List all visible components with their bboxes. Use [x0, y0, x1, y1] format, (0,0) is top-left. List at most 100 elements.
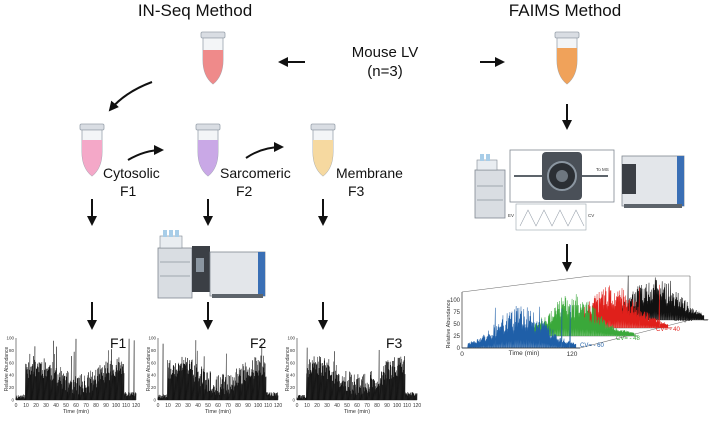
x-axis-label: Time (min): [205, 409, 231, 415]
arrow-f1-to-f2: [127, 145, 164, 161]
y-tick-label: 20: [151, 385, 157, 390]
faims-y-tick-label: 75: [453, 310, 460, 316]
y-tick-label: 0: [153, 398, 156, 403]
fraction-2-name: Sarcomeric: [220, 165, 291, 181]
x-tick-label: 100: [393, 403, 402, 409]
x-tick-label: 100: [254, 403, 263, 409]
faims-x-tick-label: 120: [567, 351, 578, 358]
faims-trace-label: CV= - 48: [616, 336, 641, 342]
x-tick-label: 50: [344, 403, 350, 409]
y-tick-label: 80: [9, 348, 15, 353]
y-tick-label: 60: [290, 360, 296, 365]
faims-y-tick-label: 25: [453, 334, 460, 340]
y-axis-label: Relative Abundance: [285, 347, 291, 392]
x-tick-label: 120: [413, 403, 422, 409]
x-tick-label: 70: [225, 403, 231, 409]
fraction-3-id: F3: [348, 183, 365, 199]
x-tick-label: 10: [304, 403, 310, 409]
x-tick-label: 110: [264, 403, 272, 409]
x-tick-label: 0: [157, 403, 160, 409]
fraction-1-id: F1: [120, 183, 137, 199]
chromatogram-label: F2: [250, 335, 267, 351]
x-tick-label: 90: [103, 403, 109, 409]
x-axis-label: Time (min): [344, 409, 370, 415]
frame-line: [461, 275, 591, 293]
x-tick-label: 80: [374, 403, 380, 409]
x-axis-label: Time (min): [63, 409, 89, 415]
faims-x-axis-label: Time (min): [509, 350, 540, 357]
x-tick-label: 20: [175, 403, 181, 409]
y-tick-label: 20: [290, 385, 296, 390]
x-tick-label: 20: [314, 403, 320, 409]
label-ev: EV: [508, 213, 514, 218]
x-tick-label: 40: [53, 403, 59, 409]
x-tick-label: 0: [296, 403, 299, 409]
x-tick-label: 10: [165, 403, 171, 409]
y-tick-label: 60: [9, 360, 15, 365]
x-tick-label: 0: [15, 403, 18, 409]
x-tick-label: 90: [245, 403, 251, 409]
y-tick-label: 20: [9, 385, 15, 390]
sample-label-line2: (n=3): [367, 63, 402, 80]
x-tick-label: 50: [205, 403, 211, 409]
x-tick-label: 30: [43, 403, 49, 409]
faims-y-tick-label: 100: [450, 298, 461, 304]
left-method-title: IN-Seq Method: [138, 1, 252, 20]
label-cv: CV: [588, 213, 594, 218]
y-tick-label: 80: [151, 348, 157, 353]
y-tick-label: 40: [290, 373, 296, 378]
y-tick-label: 100: [287, 336, 295, 341]
lcms-instrument-icon: [157, 230, 266, 299]
chromatogram-label: F3: [386, 335, 403, 351]
faims-y-tick-label: 0: [457, 346, 461, 352]
y-tick-label: 0: [292, 398, 295, 403]
faims-instrument-icon: To MS EV CV: [474, 149, 685, 231]
x-tick-label: 50: [63, 403, 69, 409]
chromatogram-trace: [15, 338, 137, 401]
x-tick-label: 100: [112, 403, 121, 409]
y-tick-label: 40: [151, 373, 157, 378]
y-tick-label: 100: [148, 336, 156, 341]
x-tick-label: 90: [384, 403, 390, 409]
x-tick-label: 110: [403, 403, 411, 409]
x-tick-label: 20: [33, 403, 39, 409]
x-tick-label: 40: [195, 403, 201, 409]
f2-tube-icon: [195, 123, 221, 177]
chromatogram-label: F1: [110, 335, 127, 351]
faims-trace-label: CV= - 60: [580, 343, 605, 349]
x-tick-label: 70: [83, 403, 89, 409]
chromatogram-trace: [296, 347, 418, 401]
x-tick-label: 10: [23, 403, 29, 409]
y-tick-label: 60: [151, 360, 157, 365]
x-tick-label: 80: [235, 403, 241, 409]
x-tick-label: 120: [274, 403, 283, 409]
x-tick-label: 60: [215, 403, 221, 409]
x-tick-label: 30: [185, 403, 191, 409]
y-tick-label: 0: [11, 398, 14, 403]
sample-tube-icon: [200, 31, 226, 85]
faims-tube-icon: [554, 31, 580, 85]
faims-y-tick-label: 50: [453, 322, 460, 328]
f1-tube-icon: [79, 123, 105, 177]
fraction-2-id: F2: [236, 183, 253, 199]
y-axis-label: Relative Abundance: [4, 347, 10, 392]
x-tick-label: 40: [334, 403, 340, 409]
x-tick-label: 120: [132, 403, 141, 409]
fraction-3-name: Membrane: [336, 165, 403, 181]
f3-tube-icon: [310, 123, 336, 177]
chromatogram-trace: [157, 340, 279, 401]
label-to-ms: To MS: [596, 167, 609, 172]
y-axis-label: Relative Abundance: [146, 347, 152, 392]
x-tick-label: 60: [354, 403, 360, 409]
fraction-1-name: Cytosolic: [103, 165, 160, 181]
faims-trace: [461, 304, 581, 349]
right-method-title: FAIMS Method: [509, 1, 621, 20]
faims-y-axis-label: Relative Abundance: [446, 300, 452, 349]
faims-trace-label: Unsplit: [674, 317, 693, 323]
x-tick-label: 70: [364, 403, 370, 409]
